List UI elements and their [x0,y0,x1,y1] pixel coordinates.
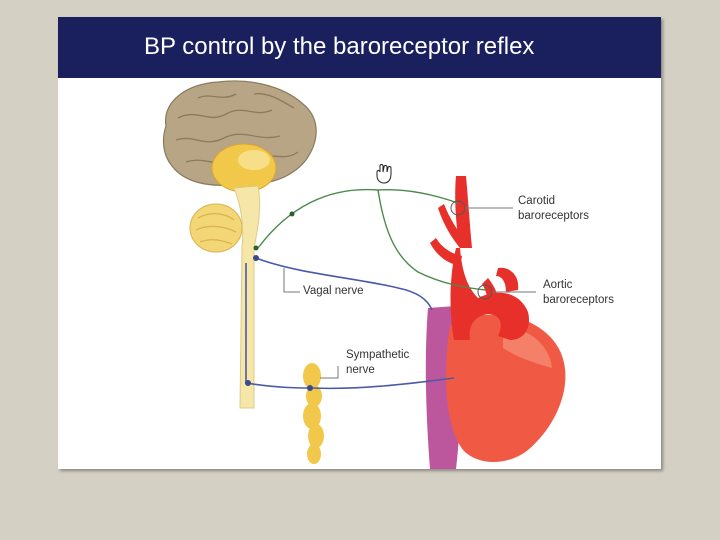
heart-illustration [430,176,566,462]
carotid-label-line1: Carotid [518,195,556,207]
baroreceptor-reflex-diagram: Carotid baroreceptors Aortic barorecepto… [58,78,661,469]
sympathetic-label-line1: Sympathetic [346,349,410,361]
hand-pointer-icon [376,164,392,184]
carotid-baroreceptors-label: Carotid baroreceptors [518,194,589,224]
sympathetic-ganglion-chain [303,363,324,464]
aortic-label-line1: Aortic [543,279,573,291]
vagal-nerve-label: Vagal nerve [303,285,364,297]
sympathetic-label-line2: nerve [346,364,375,376]
sympathetic-nerve-label: Sympathetic nerve [346,348,409,378]
aortic-label-line2: baroreceptors [543,294,614,306]
brain-illustration [162,80,317,253]
title-bar: BP control by the baroreceptor reflex [58,17,661,78]
aortic-baroreceptors-label: Aortic baroreceptors [543,278,614,308]
carotid-label-line2: baroreceptors [518,210,589,222]
slide-title: BP control by the baroreceptor reflex [144,33,535,60]
leader-lines [283,207,536,379]
slide: BP control by the baroreceptor reflex [58,17,661,469]
afferent-nerve-paths [257,188,487,291]
spinal-cord [233,185,261,409]
